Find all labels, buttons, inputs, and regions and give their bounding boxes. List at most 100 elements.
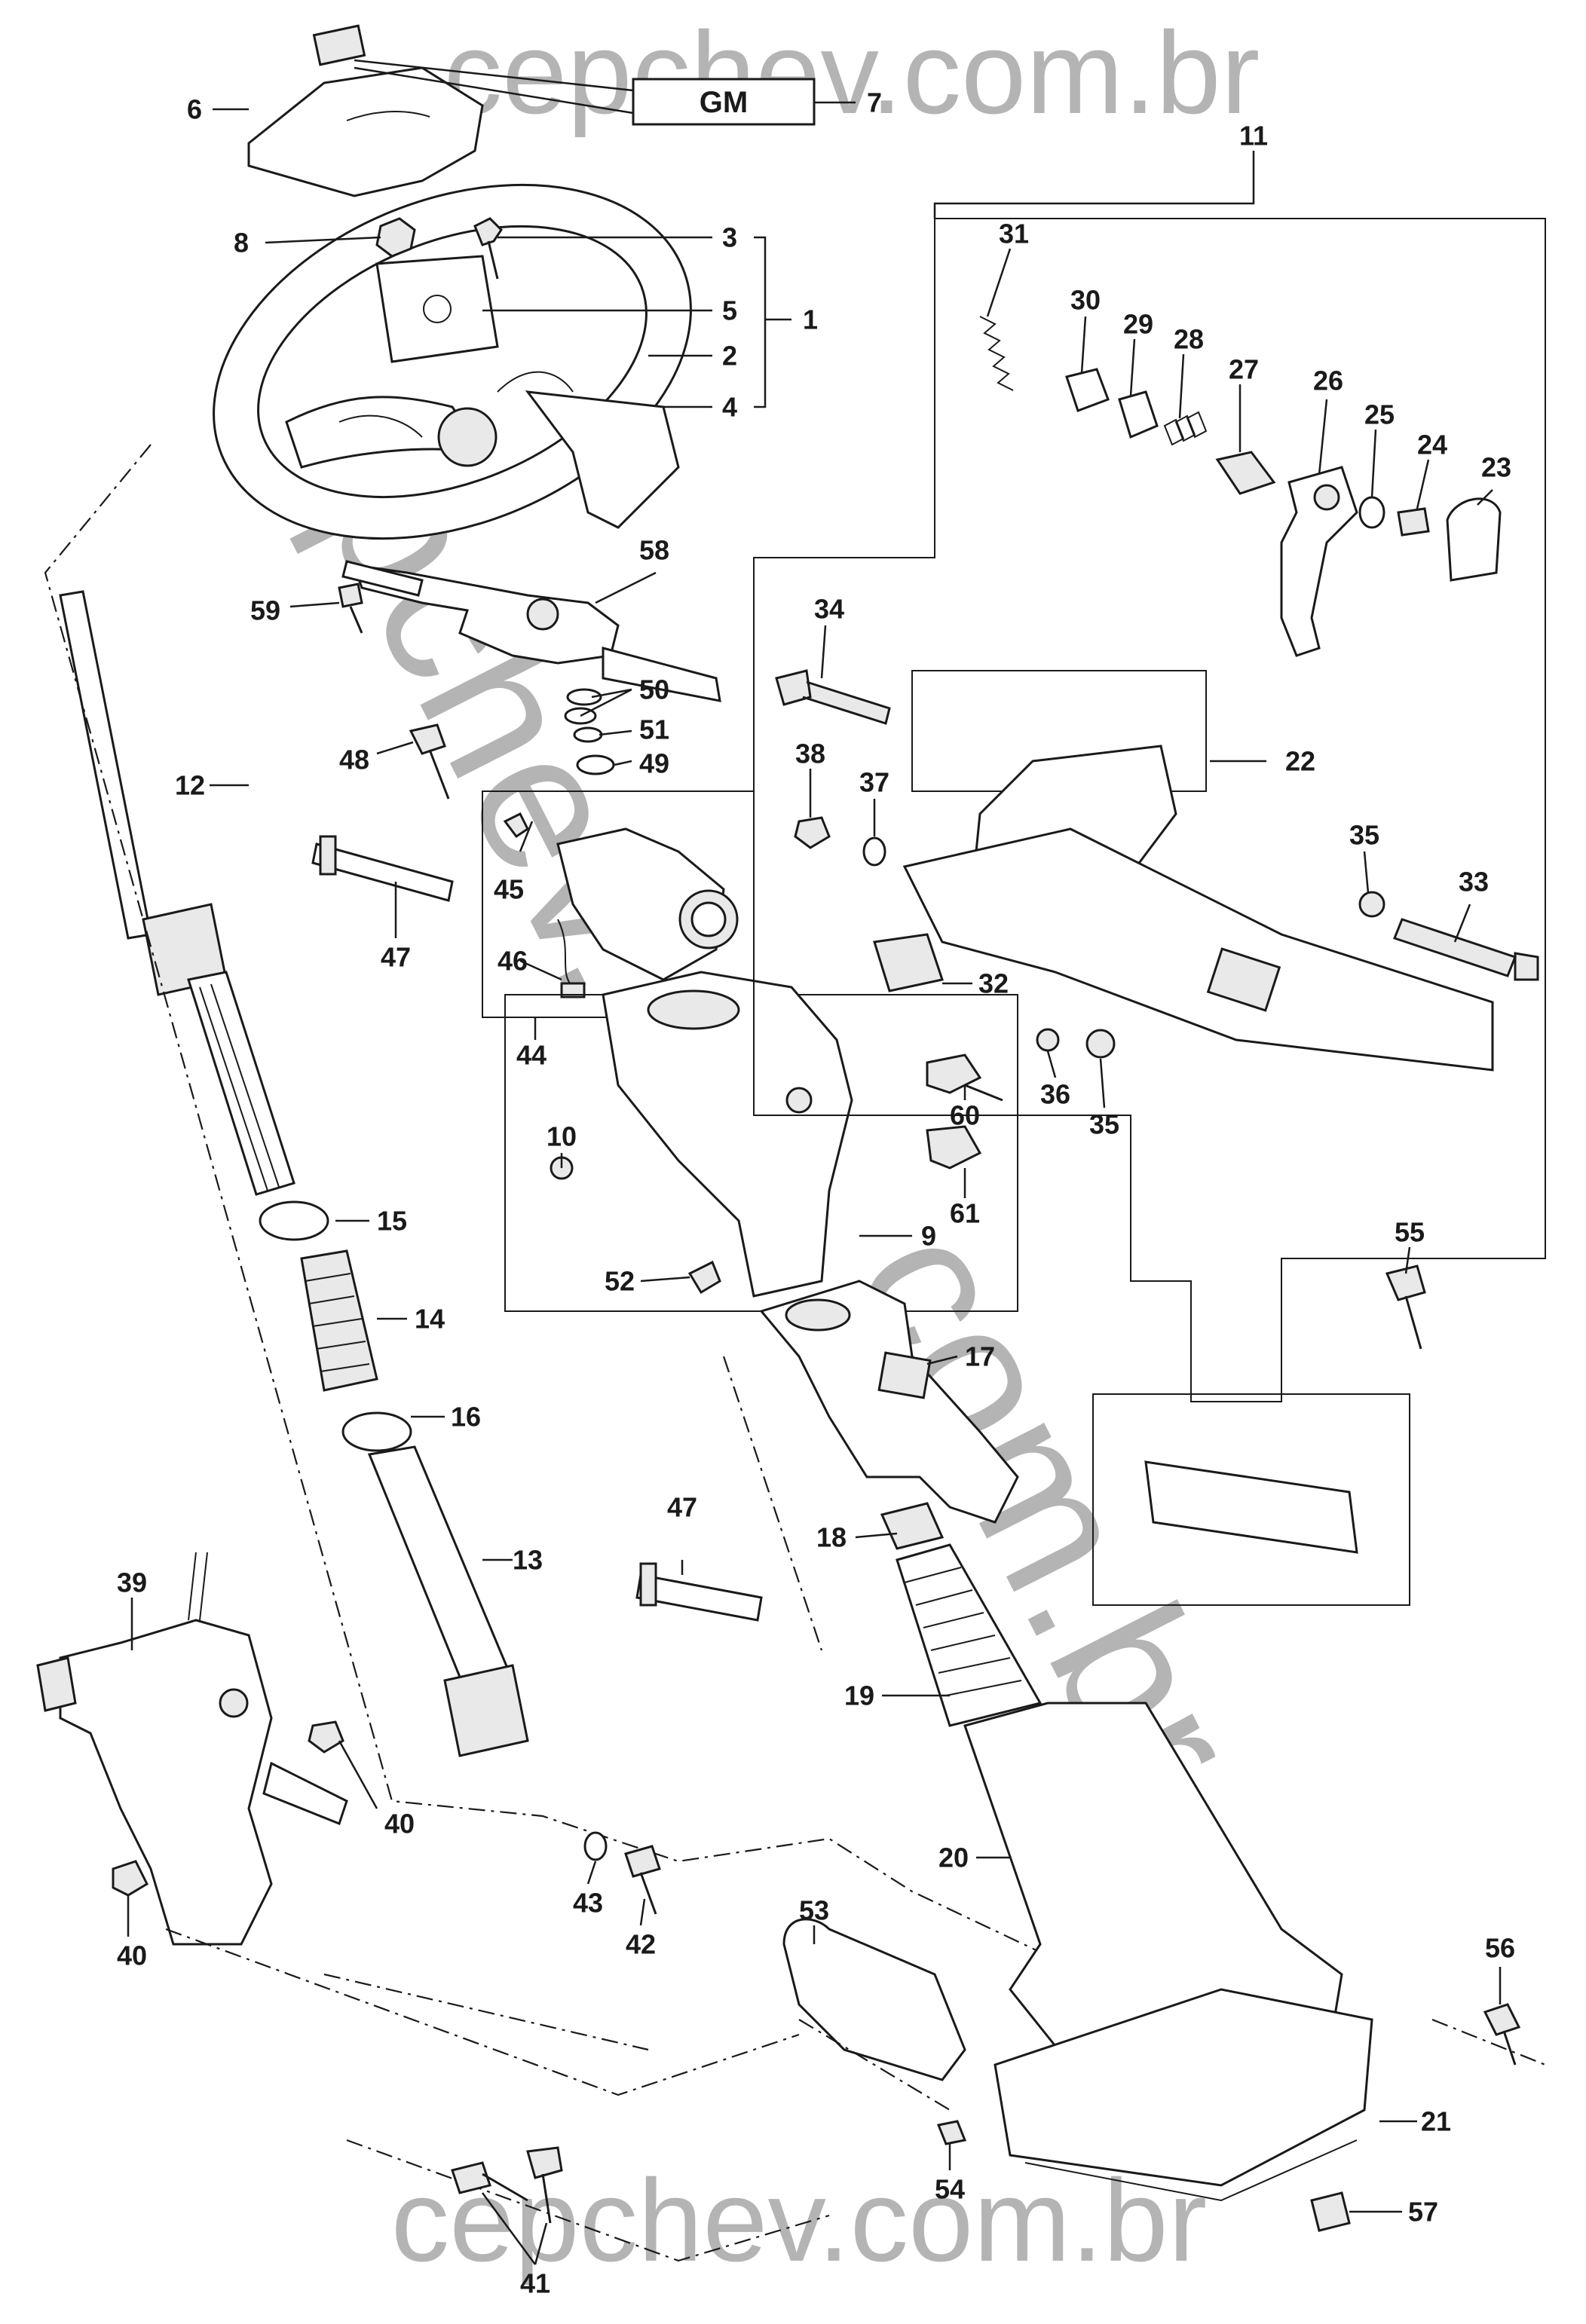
screw-52 [687,1260,721,1295]
leader-29 [1129,338,1136,396]
lower-bracket [1144,1460,1358,1554]
bolt-33 [1393,918,1539,981]
bracket-47-upper-body [311,842,454,902]
leader-8 [265,236,381,244]
label-16: 16 [451,1402,481,1433]
leader-55 [1404,1246,1411,1274]
label-47-lower: 47 [667,1492,697,1523]
column-jacket-17 [759,1280,1019,1524]
bearing-18 [880,1502,945,1550]
floor-plate-21 [994,1988,1373,2187]
leader-17 [926,1355,958,1365]
shaft-12-spline [187,971,295,1196]
frame-rail-edge [165,1928,800,2096]
washer-50a [566,688,602,706]
wheel-wiring [338,371,574,438]
label-19: 19 [844,1680,874,1711]
leader-50 [580,688,632,717]
leader-49 [614,760,632,766]
housing-side-hole [785,1087,813,1114]
label-56: 56 [1485,1933,1515,1964]
steering-wheel-group [213,24,692,540]
wheel-screw [473,217,503,280]
watermark-top: cepchev.com.br [444,8,1260,138]
label-21: 21 [1421,2106,1451,2137]
nut-38 [794,816,831,849]
lower-bracket-box [1092,1393,1410,1606]
upper-column-housing [602,971,853,1298]
label-49: 49 [639,748,669,779]
base-plate-hole [423,295,452,323]
floor-plate-seal [1024,2139,1358,2202]
leader-24 [1416,459,1430,509]
label-50: 50 [639,674,669,705]
shaft-13 [367,1445,515,1697]
label-4: 4 [722,392,737,423]
label-57: 57 [1408,2197,1438,2228]
label-39: 39 [117,1567,147,1598]
leader-43 [586,1861,597,1885]
label-12: 12 [175,770,205,801]
gm-emblem: GM [632,78,816,126]
label-26: 26 [1313,365,1343,396]
steering-gearbox [36,1552,830,2262]
washer-37 [862,836,886,867]
bracket-47-upper-tab [319,835,337,876]
label-37: 37 [859,767,889,798]
tilt-group-boundary [753,218,1546,1402]
leader-7-gm [354,59,634,115]
bracket-47-lower-tab [639,1562,657,1607]
tilt-lever-26 [1280,466,1358,657]
label-14: 14 [415,1304,445,1335]
plate-29 [1118,390,1159,439]
bushing-32 [873,933,944,992]
washer-51 [573,726,603,743]
lock-connector-46 [560,982,586,998]
washer-43 [583,1831,608,1861]
label-48: 48 [339,745,369,775]
horn-pad-clip [312,24,366,66]
label-3: 3 [722,222,737,253]
gm-emblem-box [632,78,816,126]
leader-31 [986,248,1012,317]
column-group-guides [722,1356,1546,2111]
screw-54 [936,2120,967,2145]
label-44: 44 [516,1040,547,1071]
label-9: 9 [921,1221,936,1252]
bolt-41a [451,2161,528,2202]
lock-cylinder-inner [690,901,727,937]
label-24: 24 [1417,430,1447,460]
leader-51 [599,729,632,736]
label-30: 30 [1070,285,1101,316]
tilt-bracket-frame [911,670,1207,792]
nut-36 [1036,1028,1060,1052]
label-41: 41 [520,2268,550,2299]
washer-25 [1358,496,1385,529]
label-53: 53 [799,1895,829,1926]
shaft-13-joint [443,1664,529,1757]
shaft-12-upper [59,590,152,940]
bracket-47-lower [635,1562,763,1622]
leader-18 [855,1532,898,1539]
watermark-bottom: cepchev.com.br [391,2155,1208,2286]
bracket-47-upper [311,835,454,902]
label-18: 18 [816,1522,847,1553]
bolt-55 [1385,1264,1426,1350]
leader-46 [519,959,562,981]
leader-52 [640,1276,690,1283]
cap-23 [1446,497,1502,582]
wheel-base-plate [375,255,499,363]
bushing-27 [1215,451,1276,495]
switch-lever-left [341,560,424,597]
leader-42 [639,1898,646,1926]
screw-56 [1483,2003,1521,2066]
wheel-nut [375,217,416,258]
boot-14 [300,1249,378,1392]
leader-36 [1046,1050,1057,1078]
switch-screw [338,583,363,634]
column-boot-ribs [904,1567,1022,1696]
lock-screw-45 [503,812,529,839]
label-1: 1 [803,304,818,335]
label-40-upper: 40 [384,1809,415,1839]
